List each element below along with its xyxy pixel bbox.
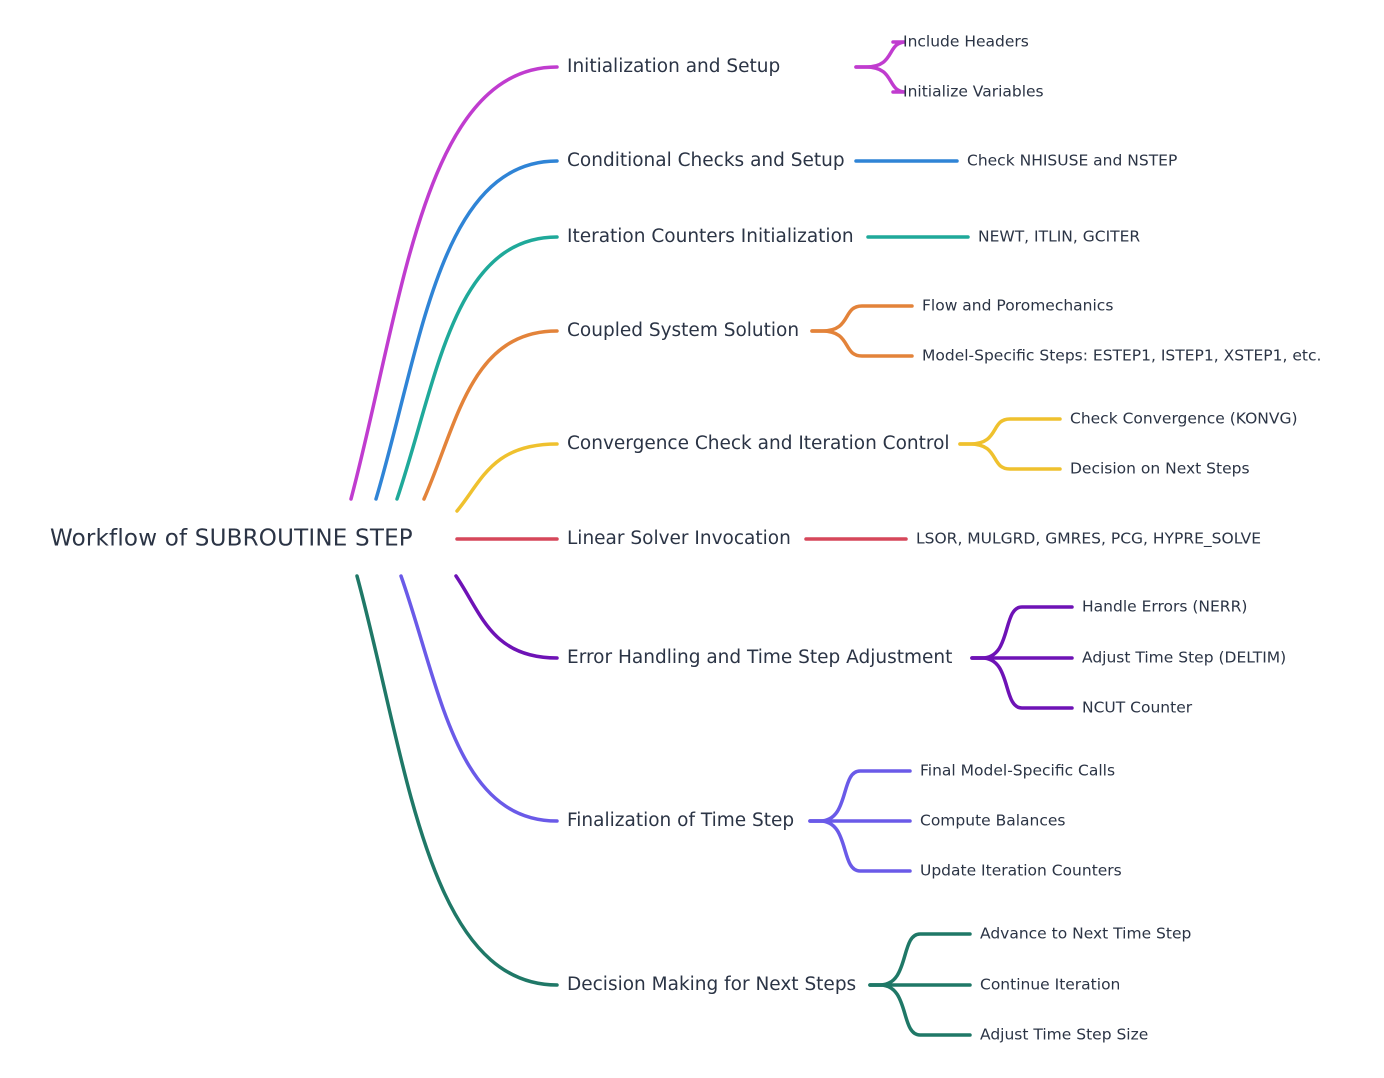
edge-decision-making-for-next-steps-to-advance-to-next-time-step bbox=[868, 932, 972, 987]
leaf-check-nhisuse-and-nstep: Check NHISUSE and NSTEP bbox=[967, 151, 1178, 170]
edge-root-to-iteration-counters-initialization bbox=[395, 235, 559, 501]
edge-convergence-check-and-iteration-control-to-decision-on-next-steps bbox=[958, 442, 1062, 471]
branch-conditional-checks-and-setup: Conditional Checks and Setup bbox=[567, 149, 845, 171]
branch-convergence-check-and-iteration-control: Convergence Check and Iteration Control bbox=[567, 432, 950, 454]
leaf-adjust-time-step-size: Adjust Time Step Size bbox=[980, 1025, 1149, 1044]
branch-decision-making-for-next-steps: Decision Making for Next Steps bbox=[567, 973, 857, 995]
edge-error-handling-and-time-step-adjustment-to-ncut-counter bbox=[970, 656, 1074, 710]
branch-coupled-system-solution: Coupled System Solution bbox=[567, 319, 800, 341]
branch-error-handling-and-time-step-adjustment: Error Handling and Time Step Adjustment bbox=[567, 646, 953, 668]
branch-linear-solver-invocation: Linear Solver Invocation bbox=[567, 527, 791, 549]
edge-error-handling-and-time-step-adjustment-to-handle-errors-nerr bbox=[970, 605, 1074, 660]
edge-root-to-error-handling-and-time-step-adjustment bbox=[454, 574, 559, 660]
leaf-continue-iteration: Continue Iteration bbox=[980, 975, 1121, 994]
leaf-newt-itlin-gciter: NEWT, ITLIN, GCITER bbox=[978, 227, 1141, 246]
edge-root-to-convergence-check-and-iteration-control bbox=[455, 442, 559, 513]
edge-convergence-check-and-iteration-control-to-check-convergence-konvg bbox=[958, 417, 1062, 446]
branch-finalization-of-time-step: Finalization of Time Step bbox=[567, 809, 795, 831]
branch-iteration-counters-initialization: Iteration Counters Initialization bbox=[567, 225, 854, 247]
leaf-update-iteration-counters: Update Iteration Counters bbox=[920, 861, 1122, 880]
edge-root-to-decision-making-for-next-steps bbox=[355, 574, 559, 987]
leaf-ncut-counter: NCUT Counter bbox=[1082, 698, 1193, 717]
leaf-model-specific-steps-estep1-istep1-xstep1-etc: Model-Specific Steps: ESTEP1, ISTEP1, XS… bbox=[922, 346, 1322, 365]
edge-root-to-initialization-and-setup bbox=[349, 65, 559, 501]
leaf-check-convergence-konvg: Check Convergence (KONVG) bbox=[1070, 409, 1298, 428]
edge-coupled-system-solution-to-flow-and-poromechanics bbox=[810, 304, 914, 333]
edge-finalization-of-time-step-to-final-model-specific-calls bbox=[808, 769, 912, 823]
edge-initialization-and-setup-to-initialize-variables bbox=[854, 65, 907, 94]
edge-decision-making-for-next-steps-to-adjust-time-step-size bbox=[868, 983, 972, 1037]
leaf-compute-balances: Compute Balances bbox=[920, 811, 1066, 830]
edge-root-to-coupled-system-solution bbox=[422, 329, 559, 501]
edge-initialization-and-setup-to-include-headers bbox=[854, 40, 907, 69]
edge-root-to-finalization-of-time-step bbox=[399, 574, 559, 823]
root-node-title: Workflow of SUBROUTINE STEP bbox=[50, 525, 413, 552]
branch-initialization-and-setup: Initialization and Setup bbox=[567, 55, 781, 77]
leaf-final-model-specific-calls: Final Model-Specific Calls bbox=[920, 761, 1116, 780]
leaf-handle-errors-nerr: Handle Errors (NERR) bbox=[1082, 597, 1248, 616]
edge-coupled-system-solution-to-model-specific-steps-estep1-istep1-xstep1-etc bbox=[810, 329, 914, 358]
leaf-flow-and-poromechanics: Flow and Poromechanics bbox=[922, 296, 1114, 315]
leaf-decision-on-next-steps: Decision on Next Steps bbox=[1070, 459, 1250, 478]
edge-root-to-conditional-checks-and-setup bbox=[374, 159, 559, 501]
leaf-advance-to-next-time-step: Advance to Next Time Step bbox=[980, 924, 1192, 943]
leaf-initialize-variables: Initialize Variables bbox=[903, 82, 1044, 101]
leaf-lsor-mulgrd-gmres-pcg-hypre-solve: LSOR, MULGRD, GMRES, PCG, HYPRE_SOLVE bbox=[916, 529, 1262, 548]
leaf-include-headers: Include Headers bbox=[903, 32, 1029, 51]
leaf-adjust-time-step-deltim: Adjust Time Step (DELTIM) bbox=[1082, 648, 1287, 667]
edge-finalization-of-time-step-to-update-iteration-counters bbox=[808, 819, 912, 873]
